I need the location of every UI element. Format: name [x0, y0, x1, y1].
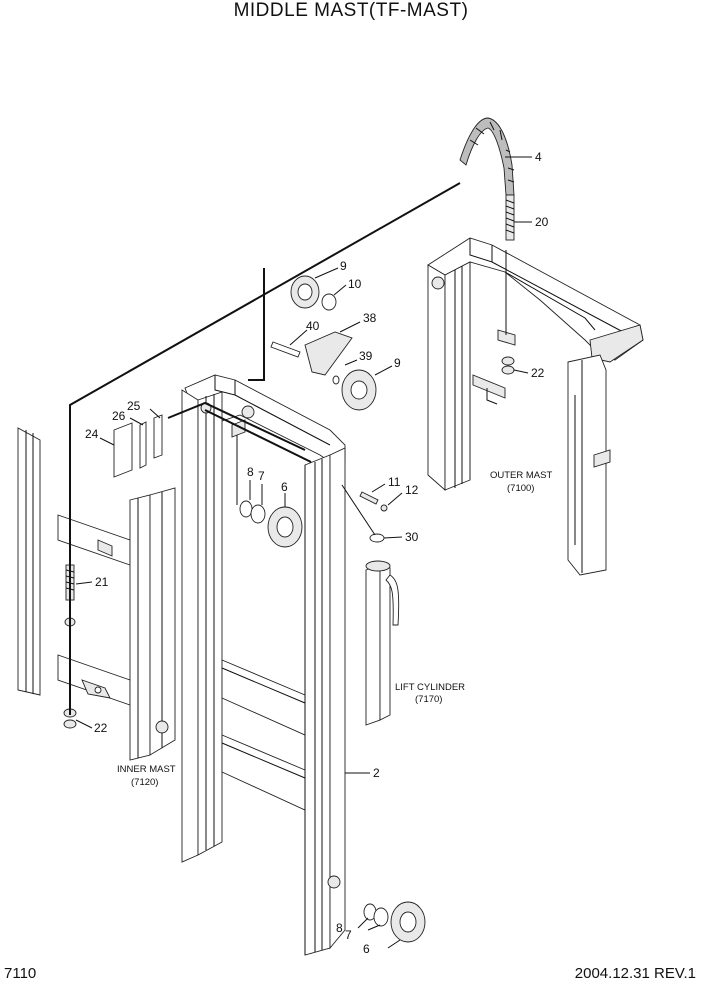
- outer-mast-code: (7100): [507, 483, 534, 494]
- nut-22-top-a: [501, 356, 515, 366]
- washer-10: [321, 293, 337, 311]
- callout-22-bottom: 22: [94, 721, 108, 735]
- callout-12: 12: [405, 483, 419, 497]
- lift-cylinder-drawing: [365, 560, 400, 726]
- nut-22-bottom-b: [63, 719, 77, 729]
- lift-cylinder-code: (7170): [415, 694, 442, 705]
- callout-4: 4: [535, 150, 542, 164]
- callout-8-lower: 8: [336, 921, 343, 935]
- bolt-40: [270, 341, 301, 358]
- shim-7-lower: [373, 907, 389, 927]
- callout-2: 2: [373, 766, 380, 780]
- callout-10: 10: [348, 277, 362, 291]
- inner-mast-label: INNER MAST: [117, 764, 176, 775]
- callout-9-upper: 9: [340, 259, 347, 273]
- chain-drawing: [459, 117, 515, 241]
- revision-date: 2004.12.31 REV.1: [574, 965, 696, 982]
- callout-24: 24: [85, 427, 99, 441]
- callout-39: 39: [359, 349, 373, 363]
- shim-8-upper: [239, 500, 253, 518]
- shim-25: [153, 414, 163, 459]
- leader-lines: [75, 156, 532, 949]
- outer-mast-drawing: [427, 237, 644, 576]
- inner-mast-code: (7120): [131, 777, 158, 788]
- callout-11: 11: [388, 475, 401, 489]
- middle-mast-drawing: [181, 374, 346, 956]
- callout-40: 40: [306, 319, 320, 333]
- bracket-38: [304, 331, 353, 376]
- callout-7-lower: 7: [345, 928, 352, 942]
- assembly-reference-lines: [69, 182, 461, 715]
- lift-cylinder-label: LIFT CYLINDER: [395, 682, 465, 693]
- plate-24: [113, 422, 133, 478]
- clip-12: [380, 504, 388, 512]
- callout-22-top: 22: [531, 366, 545, 380]
- page-code: 7110: [4, 965, 37, 982]
- callout-26: 26: [112, 409, 126, 423]
- nut-22-top-b: [501, 365, 515, 375]
- callout-38: 38: [363, 311, 377, 325]
- callout-6-lower: 6: [363, 942, 370, 956]
- inner-mast-drawing: [17, 427, 176, 761]
- callout-9-lower: 9: [394, 356, 401, 370]
- callout-6-upper: 6: [281, 480, 288, 494]
- shim-26: [139, 421, 147, 469]
- callout-8-upper: 8: [247, 465, 254, 479]
- callout-30: 30: [405, 530, 419, 544]
- callout-7-upper: 7: [258, 469, 265, 483]
- pin-11: [359, 491, 379, 505]
- outer-mast-label: OUTER MAST: [490, 470, 552, 481]
- callout-21: 21: [95, 575, 109, 589]
- shim-7-upper: [250, 504, 266, 524]
- washer-30: [369, 533, 385, 543]
- page-title: MIDDLE MAST(TF-MAST): [233, 0, 469, 21]
- callout-20: 20: [535, 215, 549, 229]
- callout-25: 25: [127, 399, 141, 413]
